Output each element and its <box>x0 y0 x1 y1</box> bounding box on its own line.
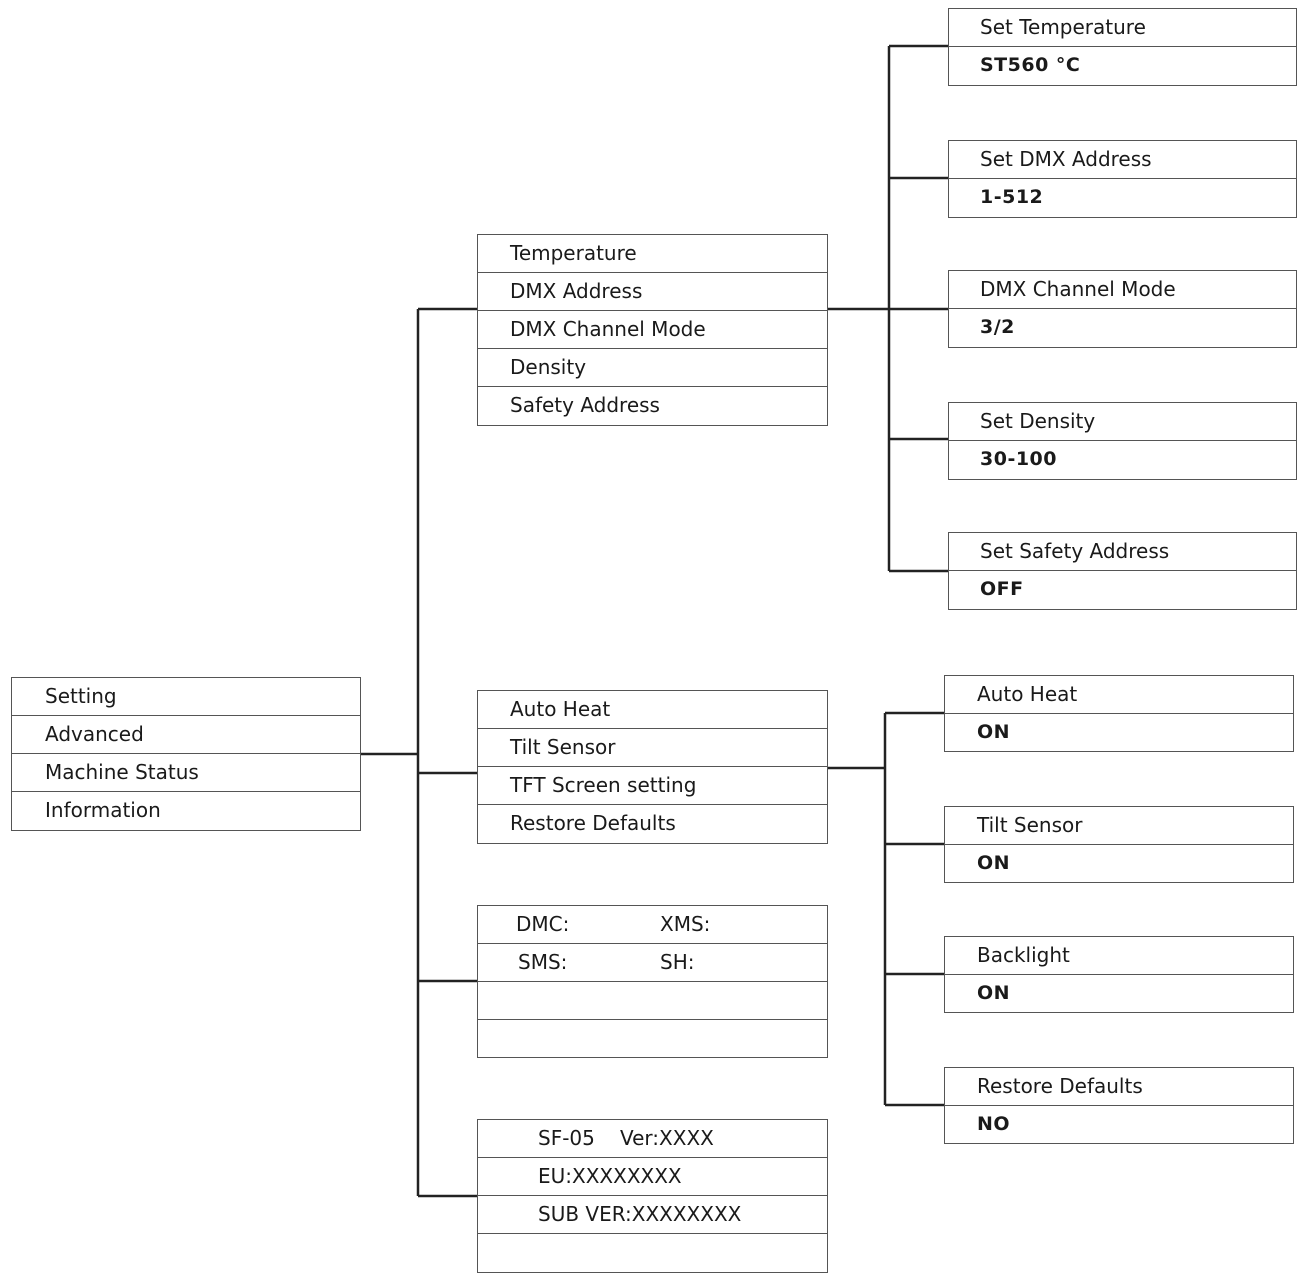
panel-title-text: Set Safety Address <box>980 539 1170 563</box>
panel-title: Set DMX Address <box>949 141 1296 179</box>
panel-title-text: Restore Defaults <box>977 1074 1143 1098</box>
model-text: SF-05 <box>538 1126 595 1150</box>
backlight-panel: Backlight ON <box>944 936 1294 1013</box>
advanced-menu-label: TFT Screen setting <box>510 773 697 797</box>
main-menu-item-advanced[interactable]: Advanced <box>12 716 360 754</box>
main-menu-item-machine-status[interactable]: Machine Status <box>12 754 360 792</box>
panel-title: Set Safety Address <box>949 533 1296 571</box>
advanced-menu-label: Tilt Sensor <box>510 735 616 759</box>
advanced-menu-label: Auto Heat <box>510 697 611 721</box>
information-row-3: SUB VER:XXXXXXXX <box>478 1196 827 1234</box>
advanced-menu-item-tilt-sensor[interactable]: Tilt Sensor <box>478 729 827 767</box>
sub-ver-text: SUB VER:XXXXXXXX <box>538 1202 742 1226</box>
setting-menu-item-density[interactable]: Density <box>478 349 827 387</box>
dmx-channel-mode-panel: DMX Channel Mode 3/2 <box>948 270 1297 348</box>
auto-heat-value[interactable]: ON <box>945 714 1293 752</box>
main-menu-label: Machine Status <box>45 760 199 784</box>
set-dmx-address-panel: Set DMX Address 1-512 <box>948 140 1297 218</box>
dmc-label: DMC: <box>516 912 570 936</box>
sms-label: SMS: <box>518 950 568 974</box>
eu-text: EU:XXXXXXXX <box>538 1164 682 1188</box>
panel-title-text: Auto Heat <box>977 682 1078 706</box>
advanced-menu-item-tft-screen[interactable]: TFT Screen setting <box>478 767 827 805</box>
version-text: Ver:XXXX <box>620 1126 714 1150</box>
panel-title: Backlight <box>945 937 1293 975</box>
main-menu-item-information[interactable]: Information <box>12 792 360 830</box>
safety-address-value[interactable]: OFF <box>949 571 1296 609</box>
panel-title: Set Temperature <box>949 9 1296 47</box>
panel-value-text: NO <box>977 1113 1011 1135</box>
panel-title-text: Set Density <box>980 409 1096 433</box>
main-menu-label: Information <box>45 798 161 822</box>
dmx-address-value[interactable]: 1-512 <box>949 179 1296 217</box>
panel-value-text: ON <box>977 721 1011 743</box>
panel-value-text: ON <box>977 982 1011 1004</box>
information-row-4 <box>478 1234 827 1272</box>
setting-menu: Temperature DMX Address DMX Channel Mode… <box>477 234 828 426</box>
setting-menu-item-temperature[interactable]: Temperature <box>478 235 827 273</box>
advanced-menu-item-restore-defaults[interactable]: Restore Defaults <box>478 805 827 843</box>
panel-title: Auto Heat <box>945 676 1293 714</box>
set-safety-address-panel: Set Safety Address OFF <box>948 532 1297 610</box>
main-menu-label: Setting <box>45 684 117 708</box>
panel-value-text: 30-100 <box>980 448 1057 470</box>
machine-status-row-2: SMS: SH: <box>478 944 827 982</box>
set-temperature-panel: Set Temperature ST560 °C <box>948 8 1297 86</box>
panel-value-text: OFF <box>980 578 1024 600</box>
panel-value-text: ON <box>977 852 1011 874</box>
panel-value-text: 1-512 <box>980 186 1044 208</box>
panel-title: Set Density <box>949 403 1296 441</box>
dmx-channel-mode-value[interactable]: 3/2 <box>949 309 1296 347</box>
machine-status-panel: DMC: XMS: SMS: SH: <box>477 905 828 1058</box>
temperature-value[interactable]: ST560 °C <box>949 47 1296 85</box>
tilt-sensor-panel: Tilt Sensor ON <box>944 806 1294 883</box>
restore-defaults-panel: Restore Defaults NO <box>944 1067 1294 1144</box>
panel-title-text: Backlight <box>977 943 1070 967</box>
tilt-sensor-value[interactable]: ON <box>945 845 1293 883</box>
advanced-menu: Auto Heat Tilt Sensor TFT Screen setting… <box>477 690 828 844</box>
main-menu-item-setting[interactable]: Setting <box>12 678 360 716</box>
panel-title: Restore Defaults <box>945 1068 1293 1106</box>
machine-status-row-4 <box>478 1020 827 1058</box>
sh-label: SH: <box>660 950 695 974</box>
main-menu: Setting Advanced Machine Status Informat… <box>11 677 361 831</box>
setting-menu-label: DMX Channel Mode <box>510 317 706 341</box>
setting-menu-item-dmx-channel-mode[interactable]: DMX Channel Mode <box>478 311 827 349</box>
xms-label: XMS: <box>660 912 711 936</box>
density-value[interactable]: 30-100 <box>949 441 1296 479</box>
backlight-value[interactable]: ON <box>945 975 1293 1013</box>
machine-status-row-1: DMC: XMS: <box>478 906 827 944</box>
advanced-menu-label: Restore Defaults <box>510 811 676 835</box>
setting-menu-label: Safety Address <box>510 393 660 417</box>
panel-value-text: ST560 °C <box>980 54 1081 76</box>
panel-title-text: Set Temperature <box>980 15 1146 39</box>
setting-menu-label: Density <box>510 355 587 379</box>
set-density-panel: Set Density 30-100 <box>948 402 1297 480</box>
setting-menu-label: Temperature <box>510 241 637 265</box>
panel-title: DMX Channel Mode <box>949 271 1296 309</box>
panel-value-text: 3/2 <box>980 316 1015 338</box>
setting-menu-label: DMX Address <box>510 279 643 303</box>
panel-title-text: Set DMX Address <box>980 147 1152 171</box>
advanced-menu-item-auto-heat[interactable]: Auto Heat <box>478 691 827 729</box>
main-menu-label: Advanced <box>45 722 144 746</box>
setting-menu-item-dmx-address[interactable]: DMX Address <box>478 273 827 311</box>
restore-defaults-value[interactable]: NO <box>945 1106 1293 1144</box>
information-row-2: EU:XXXXXXXX <box>478 1158 827 1196</box>
machine-status-row-3 <box>478 982 827 1020</box>
setting-menu-item-safety-address[interactable]: Safety Address <box>478 387 827 425</box>
information-row-1: SF-05 Ver:XXXX <box>478 1120 827 1158</box>
information-panel: SF-05 Ver:XXXX EU:XXXXXXXX SUB VER:XXXXX… <box>477 1119 828 1273</box>
panel-title-text: DMX Channel Mode <box>980 277 1176 301</box>
panel-title-text: Tilt Sensor <box>977 813 1083 837</box>
auto-heat-panel: Auto Heat ON <box>944 675 1294 752</box>
panel-title: Tilt Sensor <box>945 807 1293 845</box>
